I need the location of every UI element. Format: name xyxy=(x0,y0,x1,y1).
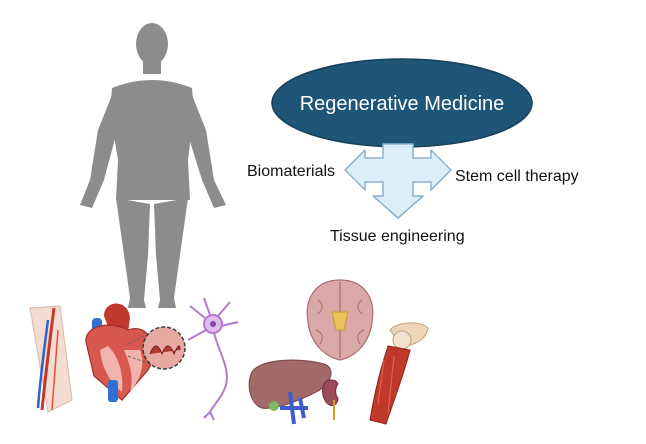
neuron-icon xyxy=(187,297,239,421)
human-body-icon xyxy=(80,23,226,308)
approach-tissue-engineering: Tissue engineering xyxy=(330,228,465,245)
shoulder-muscle-icon xyxy=(369,322,429,425)
diagram-title: Regenerative Medicine xyxy=(300,93,505,115)
heart-icon xyxy=(85,303,154,402)
heart-valve-zoom-icon xyxy=(127,326,186,370)
approach-stem-cell-therapy: Stem cell therapy xyxy=(455,168,579,185)
brain-icon xyxy=(306,279,374,361)
liver-icon xyxy=(248,359,332,425)
four-way-arrow-icon xyxy=(344,143,452,219)
blood-vessel-icon xyxy=(29,305,73,413)
kidney-icon xyxy=(322,379,339,420)
approach-biomaterials: Biomaterials xyxy=(247,163,335,180)
